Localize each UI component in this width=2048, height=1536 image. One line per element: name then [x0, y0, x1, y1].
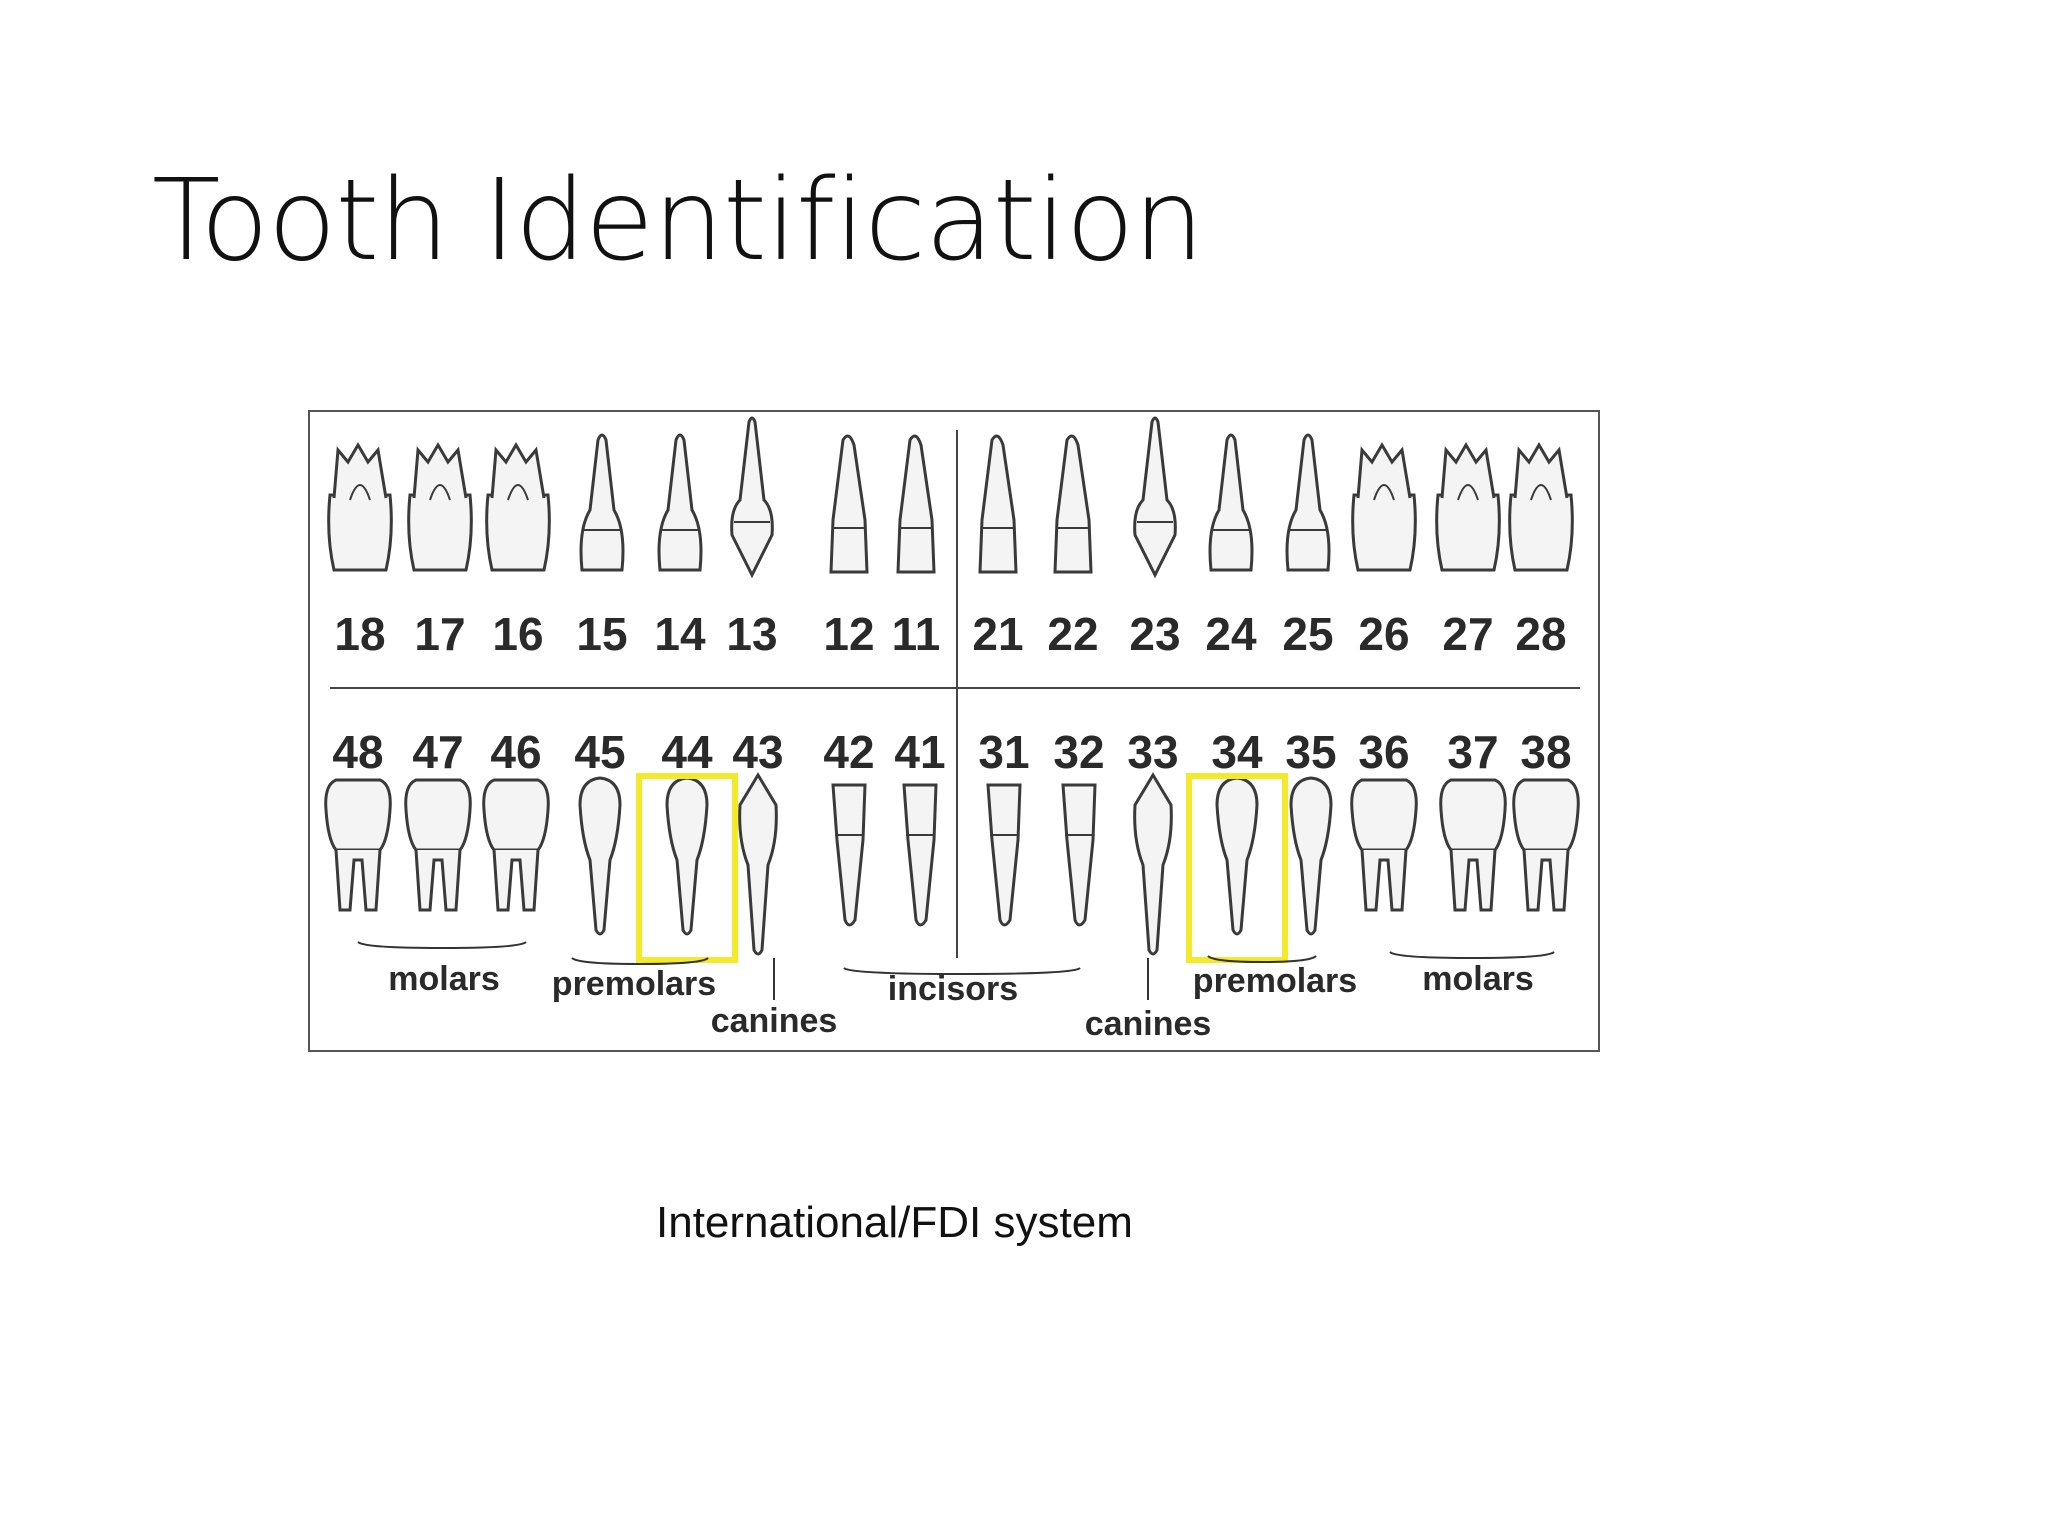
tooth-number-15: 15 [576, 608, 627, 660]
group-label-6: molars [1422, 960, 1534, 998]
caption: International/FDI system [656, 1198, 1133, 1247]
group-bracket-6 [1389, 951, 1555, 960]
tooth-number-44: 44 [661, 726, 713, 778]
tooth-upper-14 [657, 433, 703, 572]
tooth-upper-15 [579, 433, 625, 572]
tooth-upper-28 [1508, 442, 1574, 572]
tooth-lower-35 [1289, 776, 1333, 936]
tooth-upper-16 [485, 442, 551, 572]
tooth-upper-11 [896, 434, 936, 574]
tooth-number-36: 36 [1358, 726, 1409, 778]
tooth-upper-17 [407, 442, 473, 572]
tooth-lower-37 [1439, 778, 1507, 912]
tooth-lower-46 [482, 778, 550, 912]
group-label-1: premolars [552, 965, 716, 1003]
tooth-lower-41 [902, 783, 938, 927]
group-label-0: molars [388, 960, 500, 998]
group-brackets [357, 941, 1555, 1000]
tooth-upper-22 [1053, 434, 1093, 574]
tooth-lower-33 [1133, 772, 1173, 956]
tooth-upper-18 [327, 442, 393, 572]
tooth-number-42: 42 [823, 726, 874, 778]
tooth-number-41: 41 [894, 726, 945, 778]
tooth-upper-27 [1435, 442, 1501, 572]
tooth-lower-43 [738, 772, 778, 956]
slide-title: Tooth Identification [152, 156, 1204, 286]
tooth-number-31: 31 [978, 726, 1029, 778]
tooth-upper-25 [1285, 433, 1331, 572]
tooth-number-47: 47 [412, 726, 463, 778]
tooth-lower-38 [1512, 778, 1580, 912]
tooth-number-24: 24 [1205, 608, 1257, 660]
tooth-number-32: 32 [1053, 726, 1104, 778]
tooth-upper-24 [1208, 433, 1254, 572]
upper-arch: 18 17 16 15 14 13 12 11 21 22 23 24 25 26 27 28 [327, 416, 1574, 660]
tooth-number-25: 25 [1282, 608, 1333, 660]
tooth-number-37: 37 [1447, 726, 1498, 778]
tooth-lower-42 [831, 783, 867, 927]
lower-arch: 48 47 46 45 44 43 42 41 31 32 33 34 35 36 37 38 [324, 726, 1580, 963]
tooth-number-16: 16 [492, 608, 543, 660]
tooth-number-35: 35 [1285, 726, 1336, 778]
tooth-number-12: 12 [823, 608, 874, 660]
tooth-number-14: 14 [654, 608, 706, 660]
tooth-number-48: 48 [332, 726, 383, 778]
group-label-3: incisors [888, 970, 1018, 1008]
tooth-number-33: 33 [1127, 726, 1178, 778]
tooth-number-34: 34 [1211, 726, 1263, 778]
tooth-upper-26 [1351, 442, 1417, 572]
tooth-lower-36 [1350, 778, 1418, 912]
tooth-number-27: 27 [1442, 608, 1493, 660]
tooth-number-23: 23 [1129, 608, 1180, 660]
tooth-number-11: 11 [892, 608, 941, 660]
tooth-number-28: 28 [1515, 608, 1566, 660]
tooth-number-17: 17 [414, 608, 465, 660]
group-label-4: canines [1085, 1005, 1212, 1043]
group-bracket-5 [1207, 955, 1317, 964]
tooth-number-38: 38 [1520, 726, 1571, 778]
tooth-number-21: 21 [972, 608, 1023, 660]
tooth-lower-48 [324, 778, 392, 912]
highlight-box-44 [636, 773, 738, 963]
group-bracket-0 [357, 941, 527, 950]
tooth-number-18: 18 [334, 608, 385, 660]
tooth-lower-32 [1061, 783, 1097, 927]
tooth-number-13: 13 [726, 608, 777, 660]
group-label-2: canines [711, 1002, 838, 1040]
tooth-upper-12 [829, 434, 869, 574]
group-bracket-3 [843, 967, 1081, 976]
tooth-lower-47 [404, 778, 472, 912]
tooth-lower-45 [578, 776, 622, 936]
tooth-lower-31 [986, 783, 1022, 927]
group-bracket-1 [571, 957, 709, 966]
tooth-number-45: 45 [574, 726, 625, 778]
tooth-number-26: 26 [1358, 608, 1409, 660]
tooth-upper-23 [1133, 416, 1177, 579]
tooth-number-43: 43 [732, 726, 783, 778]
tooth-number-22: 22 [1047, 608, 1098, 660]
tooth-number-46: 46 [490, 726, 541, 778]
tooth-upper-13 [730, 416, 774, 579]
tooth-upper-21 [978, 434, 1018, 574]
highlight-box-34 [1186, 773, 1288, 963]
group-label-5: premolars [1193, 962, 1357, 1000]
